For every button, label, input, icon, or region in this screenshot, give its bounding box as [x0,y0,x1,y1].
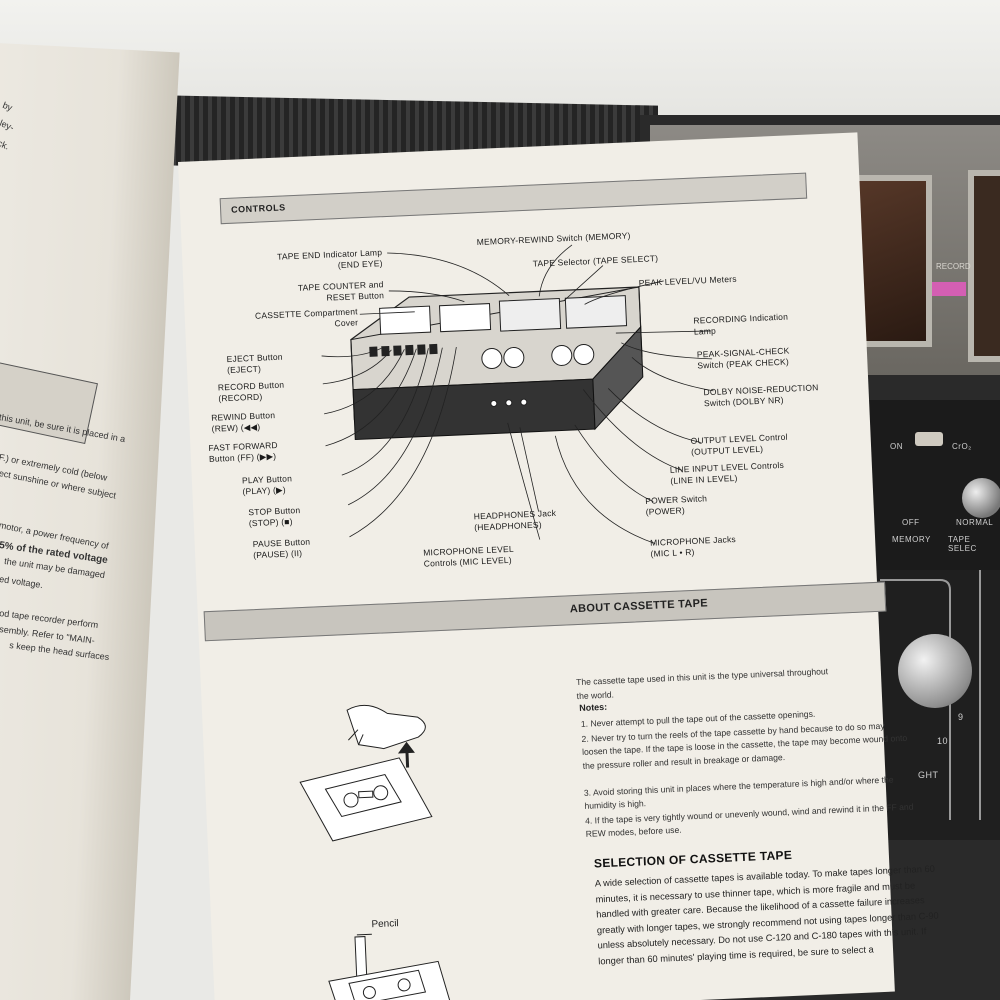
label-stop: STOP Button(STOP) (■) [248,505,301,529]
pencil-cassette-illustration [328,933,451,1000]
about-intro: The cassette tape used in this unit is t… [575,666,829,702]
dial-number: 10 [937,736,949,746]
selection-text: A wide selection of cassette tapes is av… [594,863,939,966]
record-indicator-lamp [932,282,966,296]
label-headphones: HEADPHONES Jack(HEADPHONES) [473,507,557,533]
label-rewind: REWIND Button(REW) (◀◀) [210,410,276,434]
label-eject: EJECT Button(EJECT) [226,351,283,376]
label-mic-jacks: MICROPHONE Jacks(MIC L • R) [649,534,737,559]
cassette-hand-illustration [299,705,433,842]
output-level-knob [898,634,972,708]
left-page [0,40,180,1000]
deck-on-label: ON [890,442,903,451]
notes-heading: Notes: [578,701,608,714]
leader-lines [321,244,714,544]
dial-number: 9 [958,712,964,722]
memory-toggle-switch [915,432,943,446]
deck-vu-meter-right [968,170,1000,362]
deck-tape-select-label: TAPE SELEC [948,535,977,553]
label-record: RECORD Button(RECORD) [217,379,285,404]
deck-record-label: RECORD [936,262,971,271]
tape-select-knob [962,478,1000,518]
deck-memory-label: MEMORY [892,535,931,544]
selection-heading: SELECTION OF CASSETTE TAPE [593,847,793,871]
label-output-level: OUTPUT LEVEL Control(OUTPUT LEVEL) [690,431,788,457]
deck-illustration [350,286,644,441]
deck-fragment-label: GHT [918,770,939,780]
label-pause: PAUSE Button(PAUSE) (II) [252,536,311,561]
manual-page: CONTROLS [178,132,939,1000]
about-heading: ABOUT CASSETTE TAPE [569,597,709,616]
deck-off-label: OFF [902,518,920,527]
label-power: POWER Switch(POWER) [645,493,708,517]
label-play: PLAY Button(PLAY) (▶) [241,473,293,497]
deck-normal-label: NORMAL [956,518,994,527]
deck-cro2-label: CrO₂ [952,442,972,451]
